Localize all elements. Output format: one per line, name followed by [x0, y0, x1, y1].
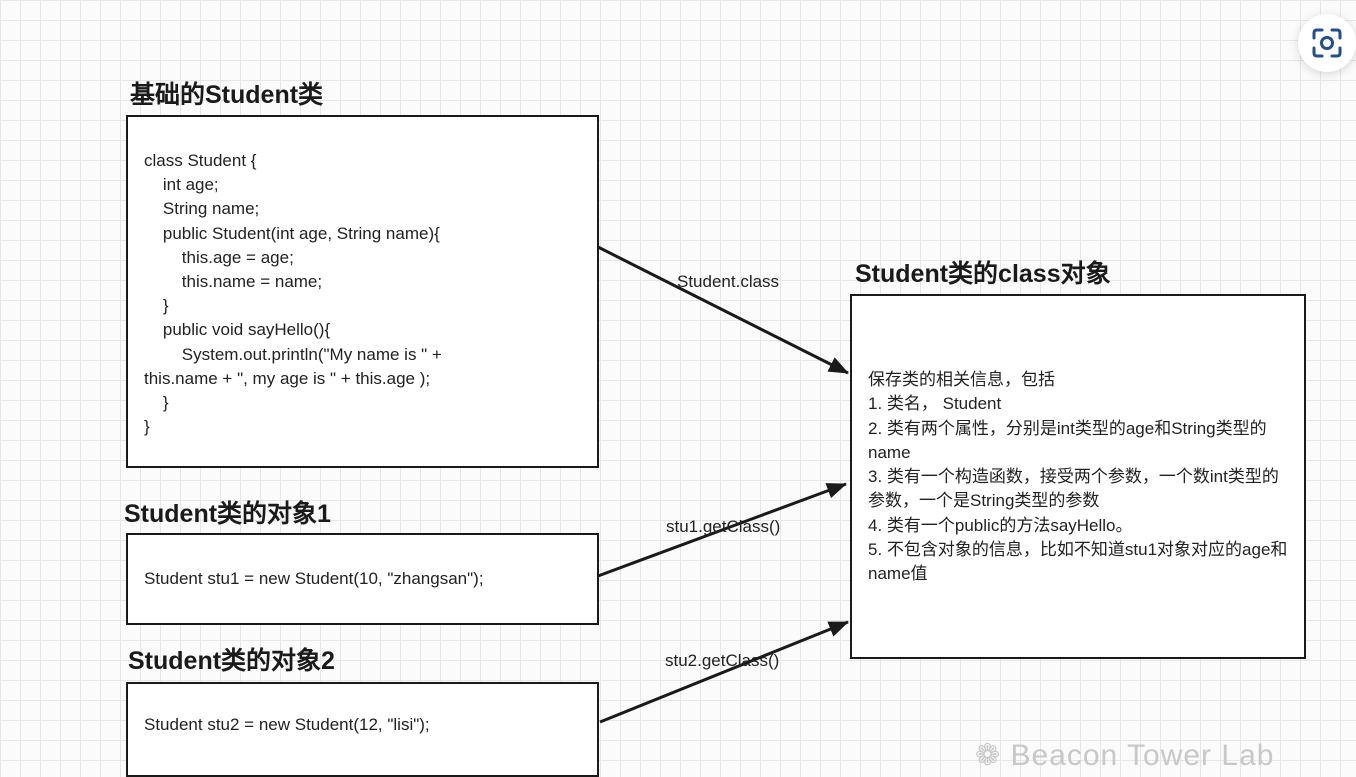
class-object-line: 1. 类名， Student — [868, 394, 1002, 414]
edge-label-student-class: Student.class — [677, 272, 780, 291]
base-class-box: class Student { int age; String name; pu… — [126, 115, 599, 468]
object2-code: Student stu2 = new Student(12, "lisi"); — [144, 714, 430, 734]
class-object-line: 3. 类有一个构造函数，接受两个参数，一个数int类型的参数，一个是String… — [868, 467, 1279, 511]
class-object-info: 保存类的相关信息，包括 1. 类名， Student 2. 类有两个属性，分别是… — [868, 368, 1292, 587]
watermark: ❁ Beacon Tower Lab — [975, 738, 1274, 773]
edge-arrow-stu2-getclass — [599, 620, 849, 724]
class-object-box: 保存类的相关信息，包括 1. 类名， Student 2. 类有两个属性，分别是… — [850, 294, 1306, 659]
wechat-icon: ❁ — [975, 739, 1011, 772]
edge-arrow-student-class — [597, 245, 849, 375]
scan-button[interactable] — [1298, 14, 1356, 72]
class-object-line: 4. 类有一个public的方法sayHello。 — [868, 515, 1133, 535]
edge-arrow-stu1-getclass — [597, 482, 847, 578]
edge-label-stu1-getclass: stu1.getClass() — [666, 517, 781, 536]
base-class-title: 基础的Student类 — [130, 81, 324, 109]
scan-icon — [1312, 28, 1342, 58]
class-object-line: 2. 类有两个属性，分别是int类型的age和String类型的name — [868, 418, 1267, 462]
edge-label-stu2-getclass: stu2.getClass() — [665, 651, 780, 670]
object2-box: Student stu2 = new Student(12, "lisi"); — [126, 682, 599, 777]
object1-code: Student stu1 = new Student(10, "zhangsan… — [144, 569, 484, 588]
object1-box: Student stu1 = new Student(10, "zhangsan… — [126, 533, 599, 625]
base-class-code: class Student { int age; String name; pu… — [144, 151, 442, 437]
object2-title: Student类的对象2 — [128, 647, 335, 675]
object1-title: Student类的对象1 — [124, 500, 331, 528]
watermark-text: Beacon Tower Lab — [1010, 739, 1275, 772]
class-object-line: 5. 不包含对象的信息，比如不知道stu1对象对应的age和name值 — [868, 540, 1288, 584]
class-object-line: 保存类的相关信息，包括 — [868, 370, 1055, 389]
class-object-title: Student类的class对象 — [855, 260, 1111, 288]
